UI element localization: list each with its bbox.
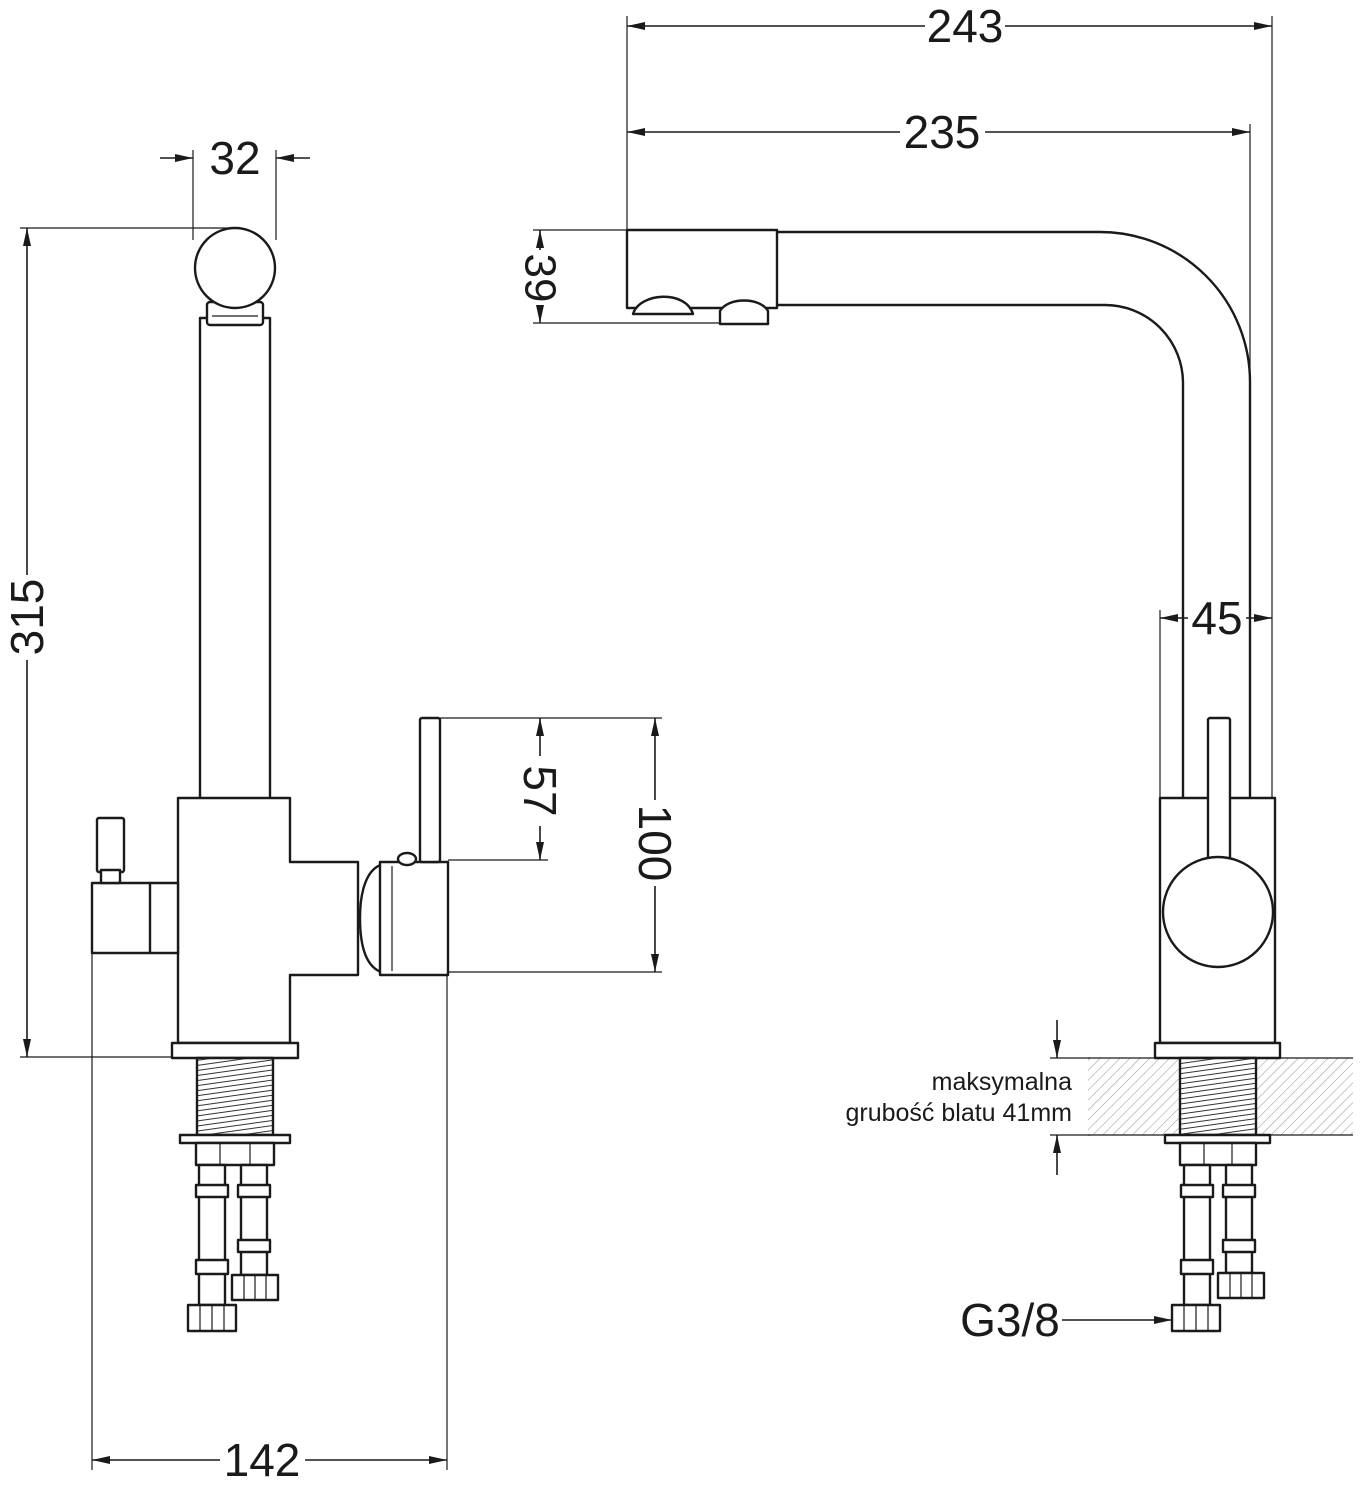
side-view-extension-lines [20,150,662,1470]
dimension-label-39: 39 [516,254,565,303]
dimension-lever-height: 57 [514,718,566,860]
front-view: 243 235 39 45 maksymalna grubość blatu 4… [516,0,1353,1346]
dimension-label-57: 57 [514,765,566,816]
dimension-body-height: 100 [629,718,681,972]
dimension-reach-total: 243 [627,0,1272,52]
front-spout-head [625,228,779,326]
connection-thread-label: G3/8 [960,1294,1060,1346]
front-base-plate [1153,1041,1282,1060]
connection-thread-callout: G3/8 [960,1294,1172,1346]
dimension-spout-height: 39 [516,230,565,323]
dimension-total-height: 315 [1,228,53,1057]
dimension-label-235: 235 [904,106,981,158]
side-mixer-cartridge [358,860,450,977]
side-faucet-body [176,796,360,1045]
dimension-label-100: 100 [629,805,681,882]
dimension-label-45: 45 [1191,592,1242,644]
side-mounting-nut [194,1141,276,1167]
side-view: 32 315 142 57 100 [1,132,681,1486]
dimension-label-315: 315 [1,579,53,656]
dimension-depth: 142 [92,1434,447,1486]
counter-note-line1: maksymalna [932,1068,1072,1096]
side-lever-knob [396,851,418,867]
front-mixer-cartridge [1161,855,1275,969]
dimension-label-32: 32 [209,132,260,184]
dimension-reach-spout: 235 [627,106,1250,158]
side-filter-outlet [90,881,180,955]
side-hose-nut-left [186,1303,238,1333]
side-hose-nut-right [230,1273,280,1302]
counter-note-line2: grubość blatu 41mm [845,1099,1072,1127]
dimension-label-243: 243 [927,0,1004,52]
front-supply-hoses [1179,1163,1257,1307]
front-mounting-nut [1178,1141,1258,1167]
front-mixer-lever [1206,716,1232,870]
side-mixer-lever [418,716,442,864]
side-base-plate [170,1041,300,1060]
front-hose-nut-left [1170,1303,1222,1333]
front-hose-nut-right [1216,1271,1266,1300]
side-supply-hoses [194,1163,272,1307]
dimension-handle-width: 32 [160,132,310,184]
front-mounting-thread [1178,1056,1258,1137]
side-spout-pipe [198,316,272,802]
side-mounting-thread [195,1056,275,1137]
dimension-label-142: 142 [224,1434,301,1486]
dimension-body-width: 45 [1160,592,1272,644]
dimension-counter-thickness: maksymalna grubość blatu 41mm [845,1020,1072,1175]
side-filter-lever [95,816,126,885]
side-ball-joint [193,226,277,310]
side-ball-collar [205,300,265,327]
front-spout-pipe [775,230,1252,800]
